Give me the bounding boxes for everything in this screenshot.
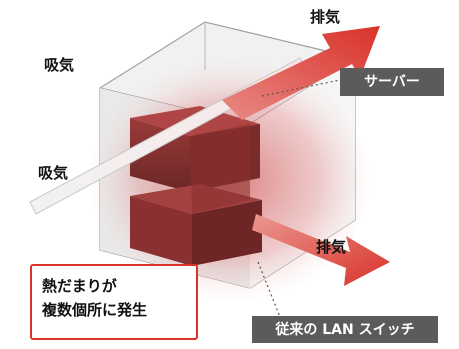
- exhaust-label-top: 排気: [310, 8, 341, 26]
- heat-note-box: 熱だまりが 複数個所に発生: [30, 264, 198, 340]
- intake-label-mid: 吸気: [38, 164, 69, 182]
- lan-switch-unit: [130, 184, 262, 266]
- exhaust-label-bottom: 排気: [316, 238, 347, 256]
- heat-note-line-1: 熱だまりが: [42, 277, 117, 295]
- rear-shadow: [190, 124, 250, 214]
- heat-note-line-2: 複数個所に発生: [42, 301, 148, 319]
- bottom-exhaust-arrow: [252, 214, 390, 286]
- top-exhaust-arrow: [222, 26, 380, 120]
- server-tag: サーバー: [340, 68, 444, 96]
- intake-label-top: 吸気: [44, 56, 75, 74]
- leader-lines: [257, 79, 341, 323]
- lan-switch-tag: 従来の LAN スイッチ: [252, 316, 438, 343]
